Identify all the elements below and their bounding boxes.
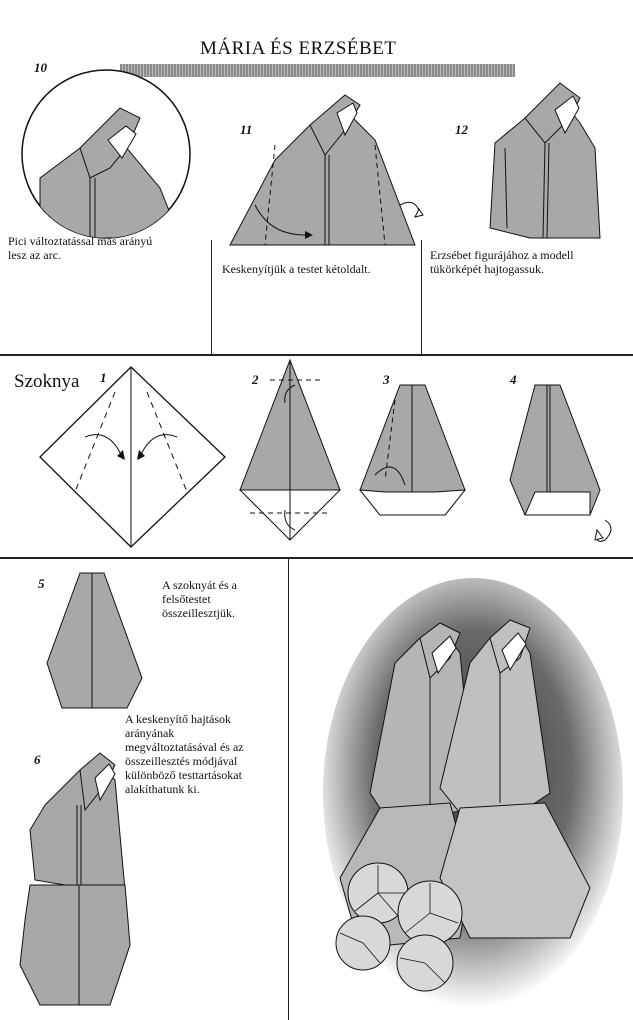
- divider-horizontal-2: [0, 557, 633, 559]
- page-title: MÁRIA ÉS ERZSÉBET: [200, 38, 397, 59]
- caption-5-line-3: összeillesztjük.: [162, 606, 235, 620]
- caption-6-line-2: arányának: [125, 726, 175, 740]
- caption-step-10: Pici változtatással más arányú lesz az a…: [8, 234, 152, 262]
- caption-12-line-1: Erzsébet figurájához a modell: [430, 248, 574, 262]
- step-number-5: 5: [38, 576, 45, 591]
- step-6-diagram: [19, 752, 131, 1006]
- caption-6-line-6: alakíthatunk ki.: [125, 782, 200, 796]
- step-10-diagram: [21, 69, 191, 239]
- step-number-skirt-4: 4: [510, 372, 517, 387]
- divider-horizontal-1: [0, 354, 633, 356]
- divider-bottom-vertical: [288, 559, 289, 1020]
- step-12-diagram: [489, 82, 601, 239]
- caption-step-12: Erzsébet figurájához a modell tükörképét…: [430, 248, 574, 276]
- caption-step-11: Keskenyítjük a testet kétoldalt.: [222, 262, 371, 276]
- step-number-skirt-3: 3: [383, 372, 390, 387]
- skirt-step-1-diagram: [39, 366, 226, 548]
- step-number-skirt-1: 1: [100, 370, 107, 385]
- caption-6-line-3: megváltoztatásával és az: [125, 740, 244, 754]
- skirt-step-4-diagram: [509, 384, 612, 542]
- caption-6-line-1: A keskenyítő hajtások: [125, 712, 231, 726]
- caption-6-line-4: összeillesztés módjával: [125, 754, 238, 768]
- skirt-step-3-diagram: [358, 384, 467, 516]
- divider-top-right-vertical: [421, 240, 422, 354]
- caption-5-line-1: A szoknyát és a: [162, 578, 237, 592]
- section-label-szoknya: Szoknya: [14, 371, 80, 392]
- caption-5-line-2: felsőtestet: [162, 592, 211, 606]
- step-5-diagram: [46, 572, 143, 709]
- final-photo-maria-erzsebet: [323, 578, 623, 1008]
- step-number-6: 6: [34, 752, 41, 767]
- caption-6-line-5: különböző testtartásokat: [125, 768, 242, 782]
- step-11-diagram: [229, 94, 424, 246]
- step-number-10: 10: [34, 60, 47, 75]
- caption-step-5: A szoknyát és a felsőtestet összeilleszt…: [162, 578, 237, 620]
- step-number-11: 11: [240, 122, 253, 137]
- step-number-12: 12: [455, 122, 468, 137]
- caption-12-line-2: tükörképét hajtogassuk.: [430, 262, 544, 276]
- caption-10-line-2: lesz az arc.: [8, 248, 61, 262]
- title-decorative-bar: [120, 64, 515, 77]
- step-number-skirt-2: 2: [252, 372, 259, 387]
- divider-top-left-vertical: [211, 240, 212, 354]
- skirt-step-2-diagram: [238, 358, 342, 541]
- caption-10-line-1: Pici változtatással más arányú: [8, 234, 153, 248]
- caption-step-6: A keskenyítő hajtások arányának megválto…: [125, 712, 244, 796]
